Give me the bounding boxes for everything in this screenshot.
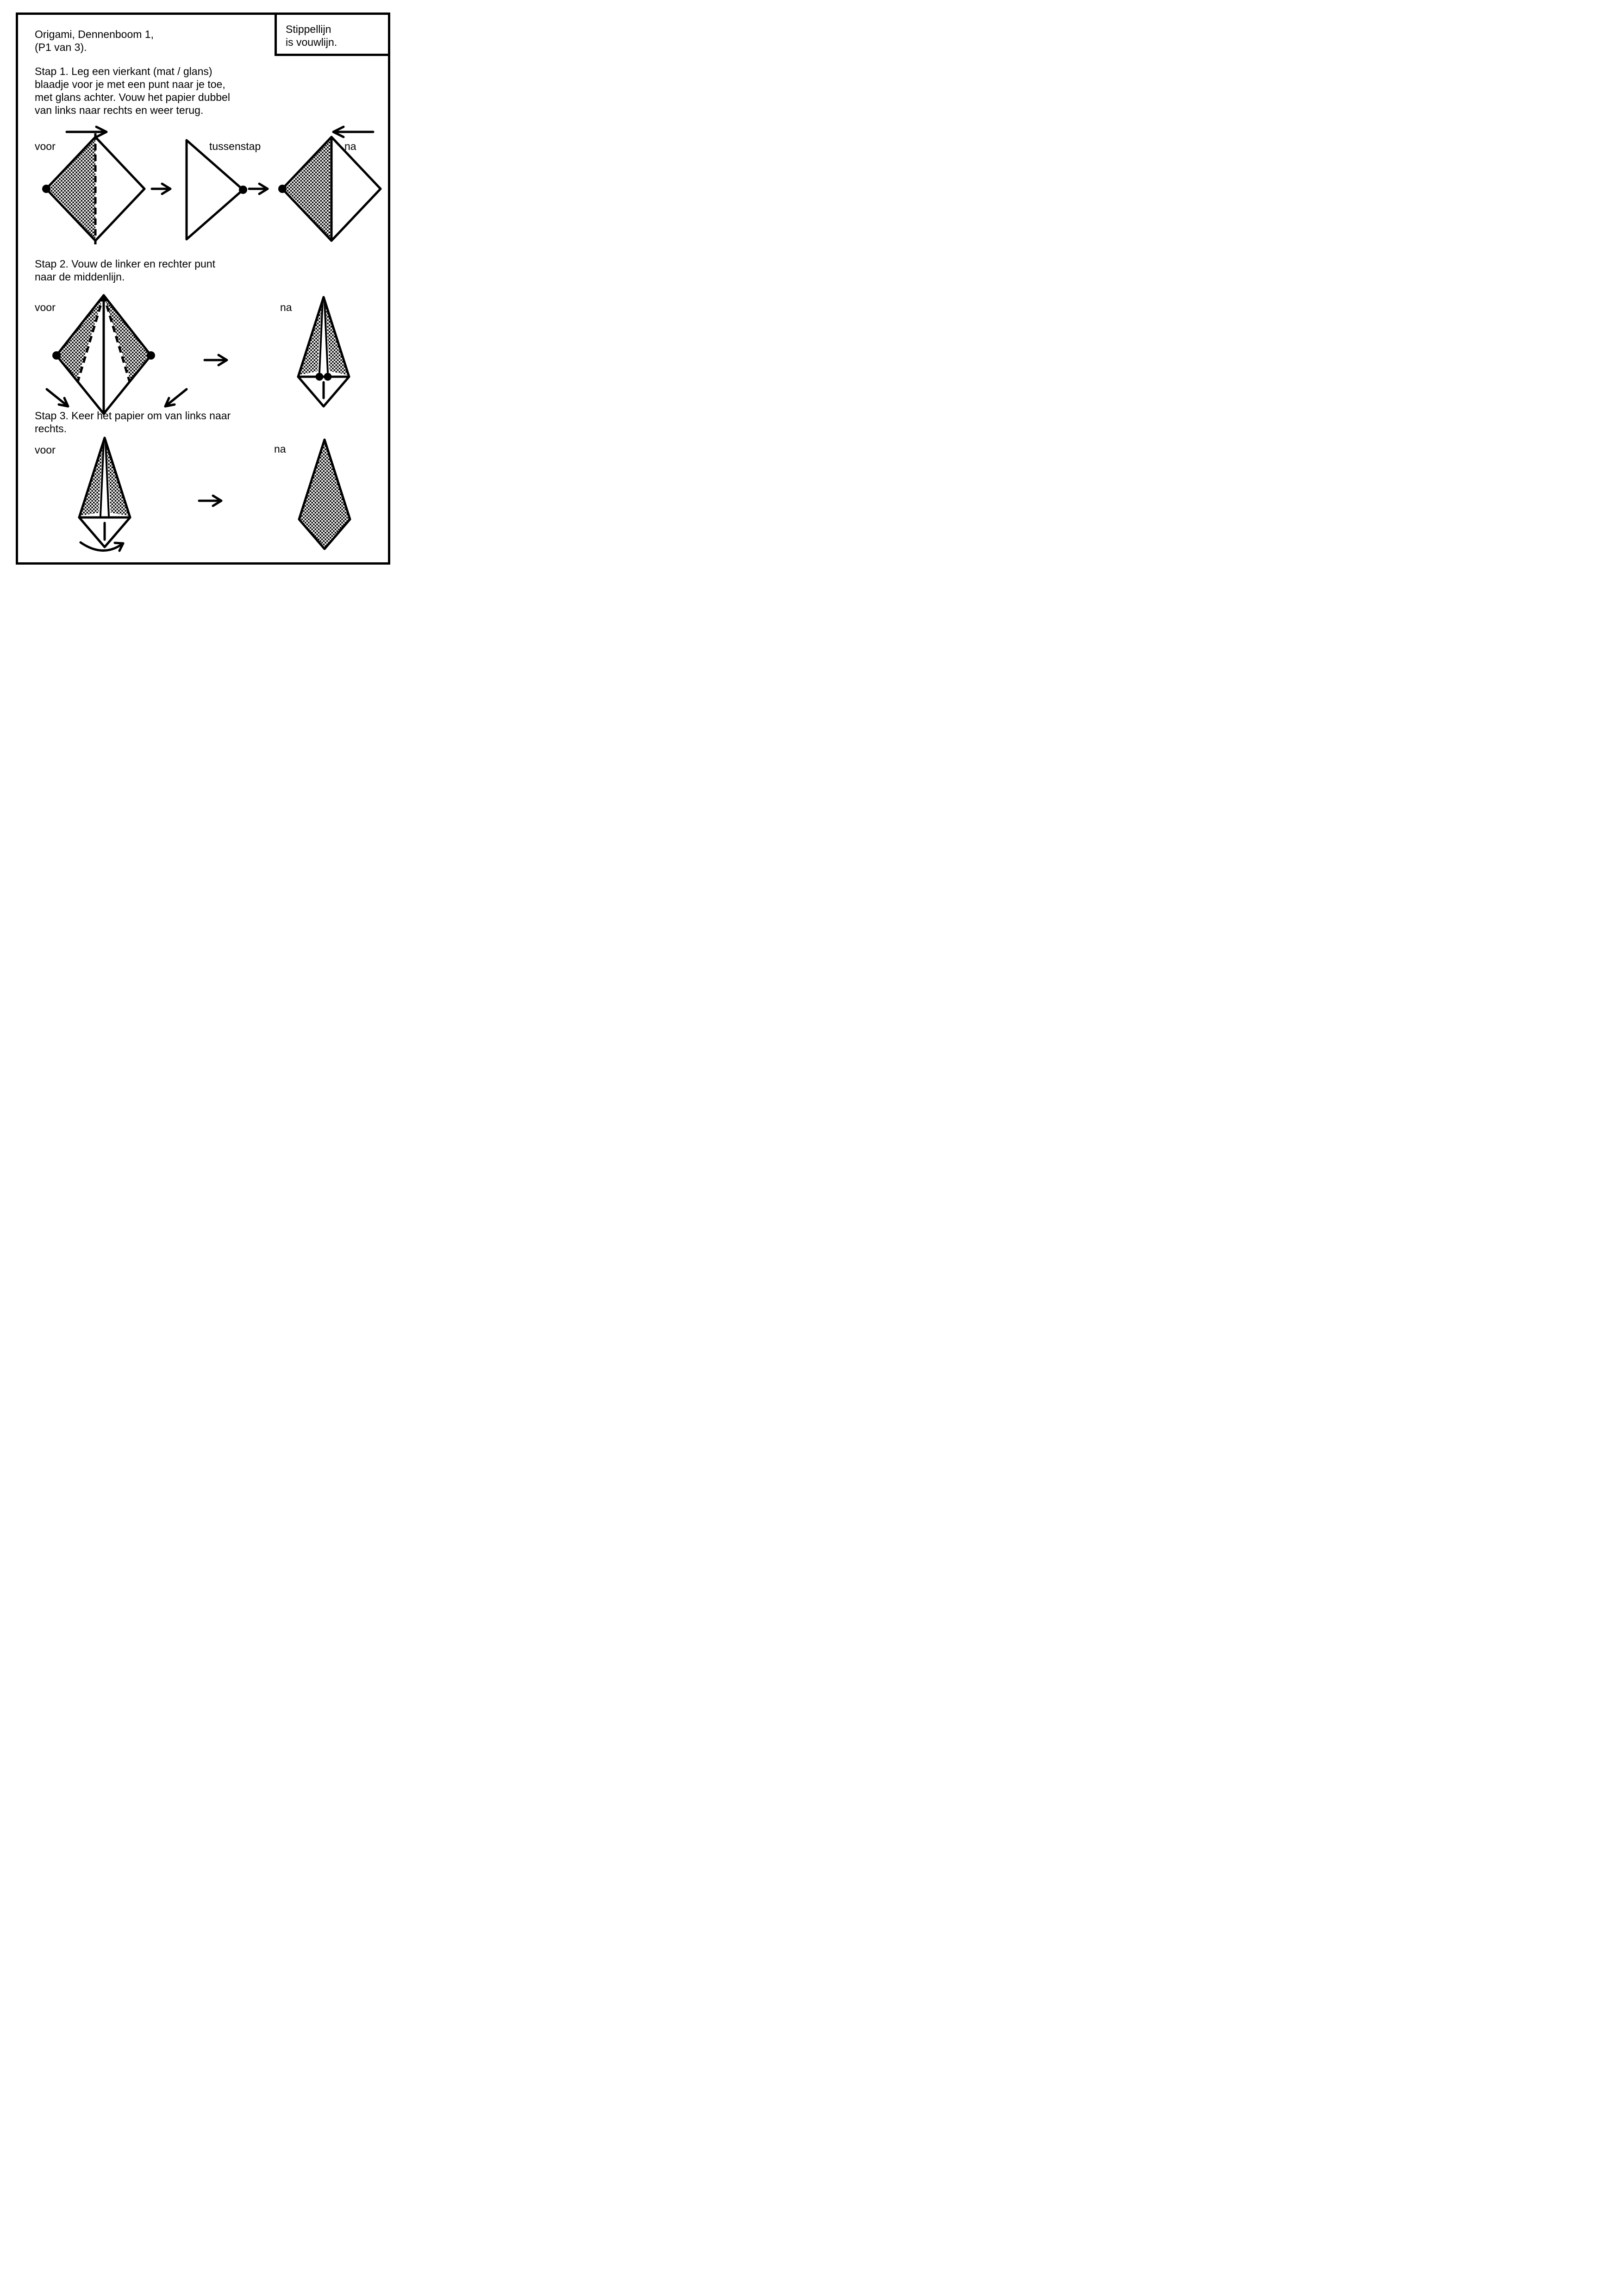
step2-line1: Stap 2. Vouw de linker en rechter punt	[35, 258, 215, 270]
fold-inward-arrow-left-icon	[45, 388, 69, 408]
folded-triangle-outline	[185, 139, 244, 241]
step2-before-diamond-diagram	[52, 294, 155, 415]
step1-line4: van links naar rechts en weer terug.	[35, 104, 204, 116]
left-corner-dot	[42, 185, 50, 193]
legend-line-2: is vouwlijn.	[286, 36, 337, 48]
step1-after-diamond-diagram	[278, 136, 382, 242]
step3-line2: rechts.	[35, 423, 67, 435]
right-point-dot	[147, 351, 155, 360]
right-fold-dashed-line	[102, 295, 131, 382]
step1-after-label: na	[344, 140, 356, 152]
left-point-dot	[52, 351, 61, 360]
shaded-back-side	[299, 440, 350, 549]
step2-next-arrow-icon	[203, 354, 228, 367]
right-flap-edge	[105, 441, 110, 516]
origami-instruction-page: Origami, Dennenboom 1,(P1 van 3). Stippe…	[0, 0, 406, 574]
step1-instructions: Stap 1. Leg een vierkant (mat / glans)bl…	[35, 65, 230, 117]
kite-outline	[297, 296, 350, 408]
left-corner-dot	[278, 185, 287, 193]
step1-intermediate-triangle-diagram	[185, 139, 247, 241]
kite-outline	[298, 438, 351, 550]
legend-line-1: Stippellijn	[286, 23, 331, 35]
left-flap-edge	[319, 300, 324, 373]
shaded-left-half	[284, 139, 331, 239]
right-point-dot	[239, 186, 247, 194]
left-flap-edge	[100, 441, 105, 516]
page-border-frame	[16, 12, 390, 565]
step3-after-kite-diagram	[298, 438, 351, 550]
left-fold-flap-shaded	[58, 298, 103, 380]
step3-instructions: Stap 3. Keer het papier om van links naa…	[35, 409, 231, 435]
step3-before-kite-diagram	[78, 436, 131, 548]
step1-before-diamond-diagram	[42, 133, 146, 244]
right-point-dot	[324, 373, 332, 381]
left-point-dot	[315, 373, 324, 381]
page-title: Origami, Dennenboom 1,(P1 van 3).	[35, 28, 154, 54]
fold-direction-left-arrow-icon	[332, 125, 375, 138]
right-fold-flap-shaded	[105, 298, 149, 380]
step3-before-label: voor	[35, 444, 56, 456]
title-line-1: Origami, Dennenboom 1,	[35, 28, 154, 40]
right-flap-edge	[324, 300, 329, 373]
step2-line2: naar de middenlijn.	[35, 271, 125, 283]
fold-direction-right-arrow-icon	[65, 125, 108, 138]
step1-line2: blaadje voor je met een punt naar je toe…	[35, 78, 225, 90]
shaded-left-half	[48, 139, 95, 239]
step3-next-arrow-icon	[198, 494, 223, 507]
title-line-2: (P1 van 3).	[35, 41, 87, 53]
step1-line1: Stap 1. Leg een vierkant (mat / glans)	[35, 65, 212, 77]
kite-outline	[78, 436, 131, 548]
step3-after-label: na	[274, 443, 286, 455]
step1-next-arrow-icon-1	[150, 182, 172, 195]
step2-after-label: na	[280, 301, 292, 313]
step2-after-kite-diagram	[297, 296, 350, 408]
step1-next-arrow-icon-2	[248, 182, 269, 195]
step2-before-label: voor	[35, 301, 56, 313]
fold-inward-arrow-right-icon	[164, 388, 188, 408]
left-fold-dashed-line	[76, 295, 105, 382]
step3-line1: Stap 3. Keer het papier om van links naa…	[35, 410, 231, 422]
flip-over-curved-arrow-icon	[79, 541, 125, 552]
step1-line3: met glans achter. Vouw het papier dubbel	[35, 91, 230, 103]
step1-intermediate-label: tussenstap	[209, 140, 261, 152]
step1-before-label: voor	[35, 140, 56, 152]
